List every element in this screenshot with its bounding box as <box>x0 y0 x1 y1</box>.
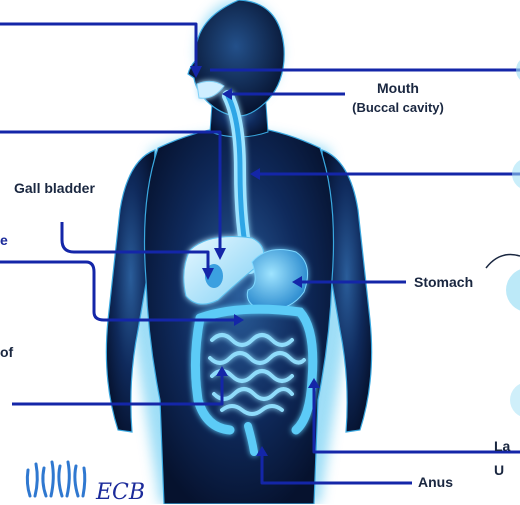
stomach-label: Stomach <box>414 274 473 290</box>
edge-label-of: of <box>0 344 13 360</box>
handwritten-note: ECB <box>96 480 145 505</box>
edge-bubble-stomach <box>506 268 520 312</box>
anus-label: Anus <box>418 474 453 490</box>
mouth-label: Mouth <box>358 80 438 96</box>
edge-arc-stomach <box>486 255 520 269</box>
edge-label-la: La <box>494 438 510 454</box>
leader-line-top-left <box>0 24 196 74</box>
edge-bubble-bottom <box>510 382 520 418</box>
right-edge-bubbles <box>486 56 520 418</box>
edge-bubble-top <box>516 56 520 84</box>
gall-bladder-label: Gall bladder <box>14 180 95 196</box>
edge-label-e: e <box>0 232 8 248</box>
buccal-cavity-label: (Buccal cavity) <box>334 100 462 115</box>
villi-sketch <box>27 462 84 496</box>
edge-label-u: U <box>494 462 504 478</box>
edge-bubble-middle <box>512 158 520 190</box>
leader-line-large-intestine <box>314 384 520 452</box>
